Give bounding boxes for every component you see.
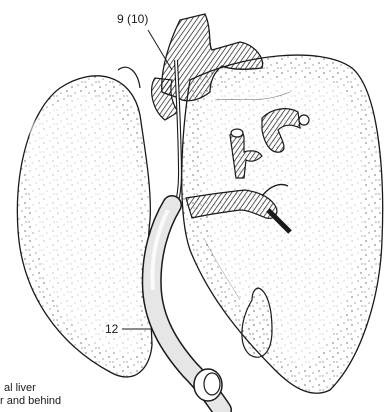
caption-line-2: r and behind <box>0 395 110 408</box>
label-vessel-9-10: 9 (10) <box>117 12 148 26</box>
figure-caption: al liver r and behind <box>0 382 110 412</box>
label-catheter-12: 12 <box>105 322 118 336</box>
caption-line-1: al liver <box>0 382 110 395</box>
